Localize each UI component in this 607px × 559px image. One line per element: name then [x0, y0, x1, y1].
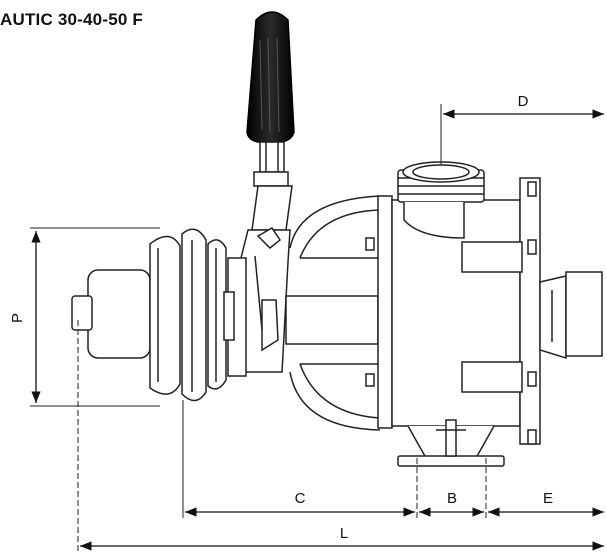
lever-handle [246, 11, 295, 231]
inlet-port [397, 161, 485, 239]
diagram-title: AUTIC 30-40-50 F [0, 10, 144, 29]
dim-d-label: D [518, 93, 529, 110]
pulley-hub [87, 269, 151, 359]
reference-lines [30, 104, 487, 552]
dim-e-label: E [543, 490, 553, 507]
lever-arm [227, 227, 291, 377]
dim-l-label: L [340, 525, 348, 542]
dimension-lines [31, 109, 604, 551]
pump-body [285, 177, 603, 445]
dim-b-label: B [447, 490, 457, 507]
pulley [71, 228, 235, 402]
dim-p-label: P [9, 313, 26, 323]
dim-c-label: C [295, 490, 306, 507]
handle-shaft [259, 141, 285, 173]
outlet-port [397, 419, 505, 467]
handle-grip [246, 11, 295, 143]
